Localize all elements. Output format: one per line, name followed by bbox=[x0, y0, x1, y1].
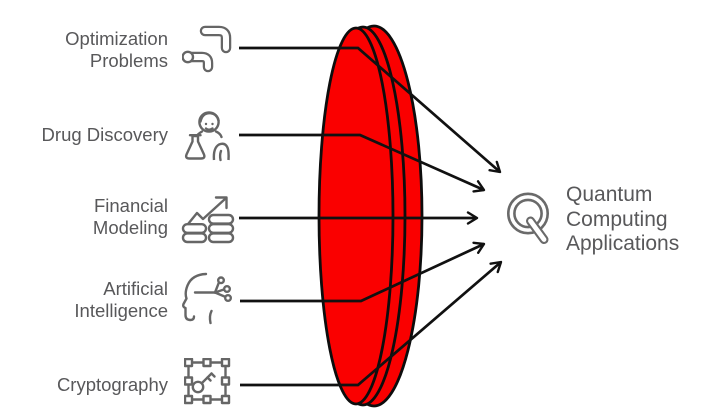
arrow-cryptography bbox=[240, 260, 503, 387]
label-cryptography: Cryptography bbox=[56, 374, 168, 395]
label-financial-modeling: Financial Modeling bbox=[92, 195, 168, 238]
arrow-drug-discovery bbox=[239, 133, 486, 193]
funnel-lens bbox=[317, 24, 424, 408]
quantum-q-icon bbox=[506, 192, 549, 244]
cryptography-icon bbox=[184, 358, 231, 405]
label-optimization-problems: Optimization Problems bbox=[65, 28, 168, 71]
label-artificial-intelligence: Artificial Intelligence bbox=[74, 278, 168, 321]
drug-discovery-icon bbox=[184, 111, 230, 162]
arrow-artificial-intelligence bbox=[240, 241, 486, 303]
arrow-optimization-problems bbox=[239, 46, 502, 174]
label-drug-discovery: Drug Discovery bbox=[41, 124, 168, 145]
label-quantum-computing-applications: Quantum Computing Applications bbox=[566, 183, 680, 255]
financial-modeling-icon bbox=[181, 196, 235, 244]
optimization-icon bbox=[182, 25, 232, 73]
artificial-intelligence-icon bbox=[182, 272, 233, 325]
